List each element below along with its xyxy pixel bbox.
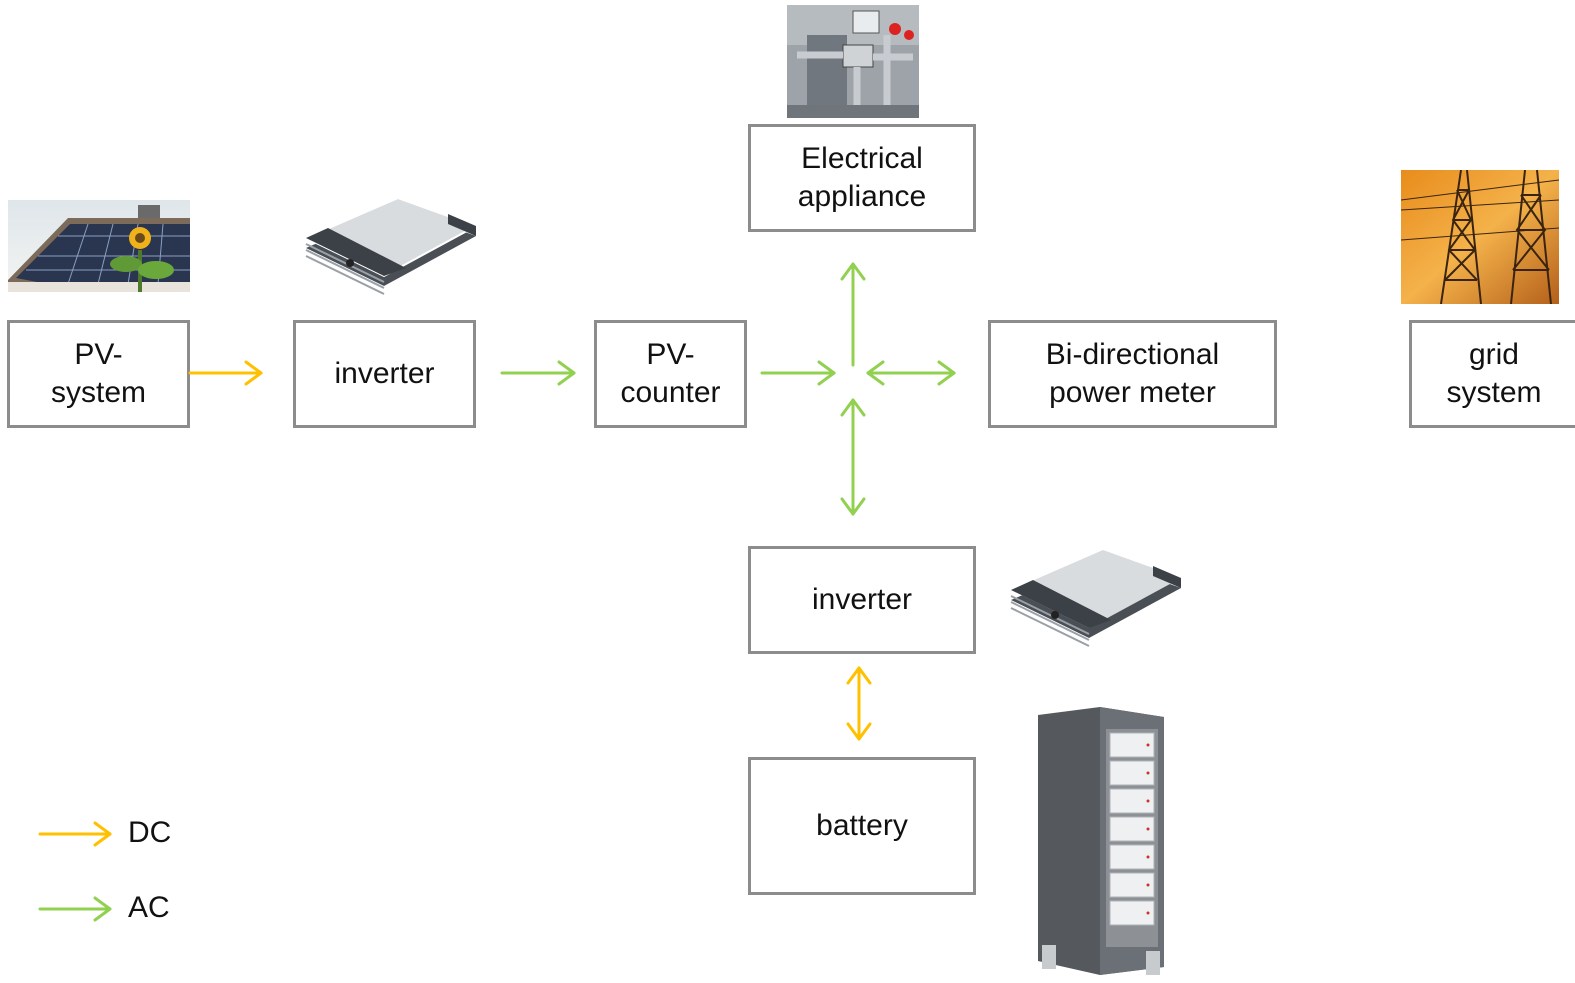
- grid-system-box: grid system: [1409, 320, 1575, 428]
- bidirectional-meter-label: Bi-directional power meter: [1045, 338, 1220, 409]
- pv-counter-box: PV- counter: [594, 320, 747, 428]
- arrow-inverter-battery: [846, 666, 872, 741]
- arrow-pv-to-inverter: [188, 360, 263, 386]
- power-pylon-photo: [1401, 170, 1559, 304]
- inverter-pv-box: inverter: [293, 320, 476, 428]
- battery-label: battery: [816, 809, 908, 842]
- grid-system-label: grid system: [1446, 338, 1542, 409]
- pv-system-label: PV- system: [50, 338, 146, 409]
- solar-house-photo: [8, 200, 190, 292]
- pv-counter-label: PV- counter: [620, 338, 721, 409]
- battery-rack-photo: [1038, 707, 1164, 975]
- arrow-counter-to-junction: [760, 360, 836, 386]
- pv-system-box: PV- system: [7, 320, 190, 428]
- arrow-junction-inverter: [840, 398, 866, 516]
- legend-dc-arrow: [38, 821, 112, 847]
- arrow-inverter-to-counter: [500, 360, 576, 386]
- legend-dc-label: DC: [128, 816, 172, 849]
- electrical-appliance-label: Electrical appliance: [797, 142, 927, 213]
- legend-ac-arrow: [38, 896, 112, 922]
- arrow-junction-meter: [866, 360, 956, 386]
- electrical-appliance-box: Electrical appliance: [748, 124, 976, 232]
- appliance-photo: [787, 5, 919, 118]
- inverter-battery-label: inverter: [811, 583, 913, 616]
- inverter-top-photo: [303, 196, 479, 295]
- inverter-bottom-photo: [1010, 550, 1181, 647]
- inverter-pv-label: inverter: [334, 357, 435, 390]
- arrow-junction-to-appliance: [840, 262, 866, 367]
- legend-ac-label: AC: [128, 891, 170, 924]
- bidirectional-meter-box: Bi-directional power meter: [988, 320, 1277, 428]
- battery-box: battery: [748, 757, 976, 895]
- inverter-battery-box: inverter: [748, 546, 976, 654]
